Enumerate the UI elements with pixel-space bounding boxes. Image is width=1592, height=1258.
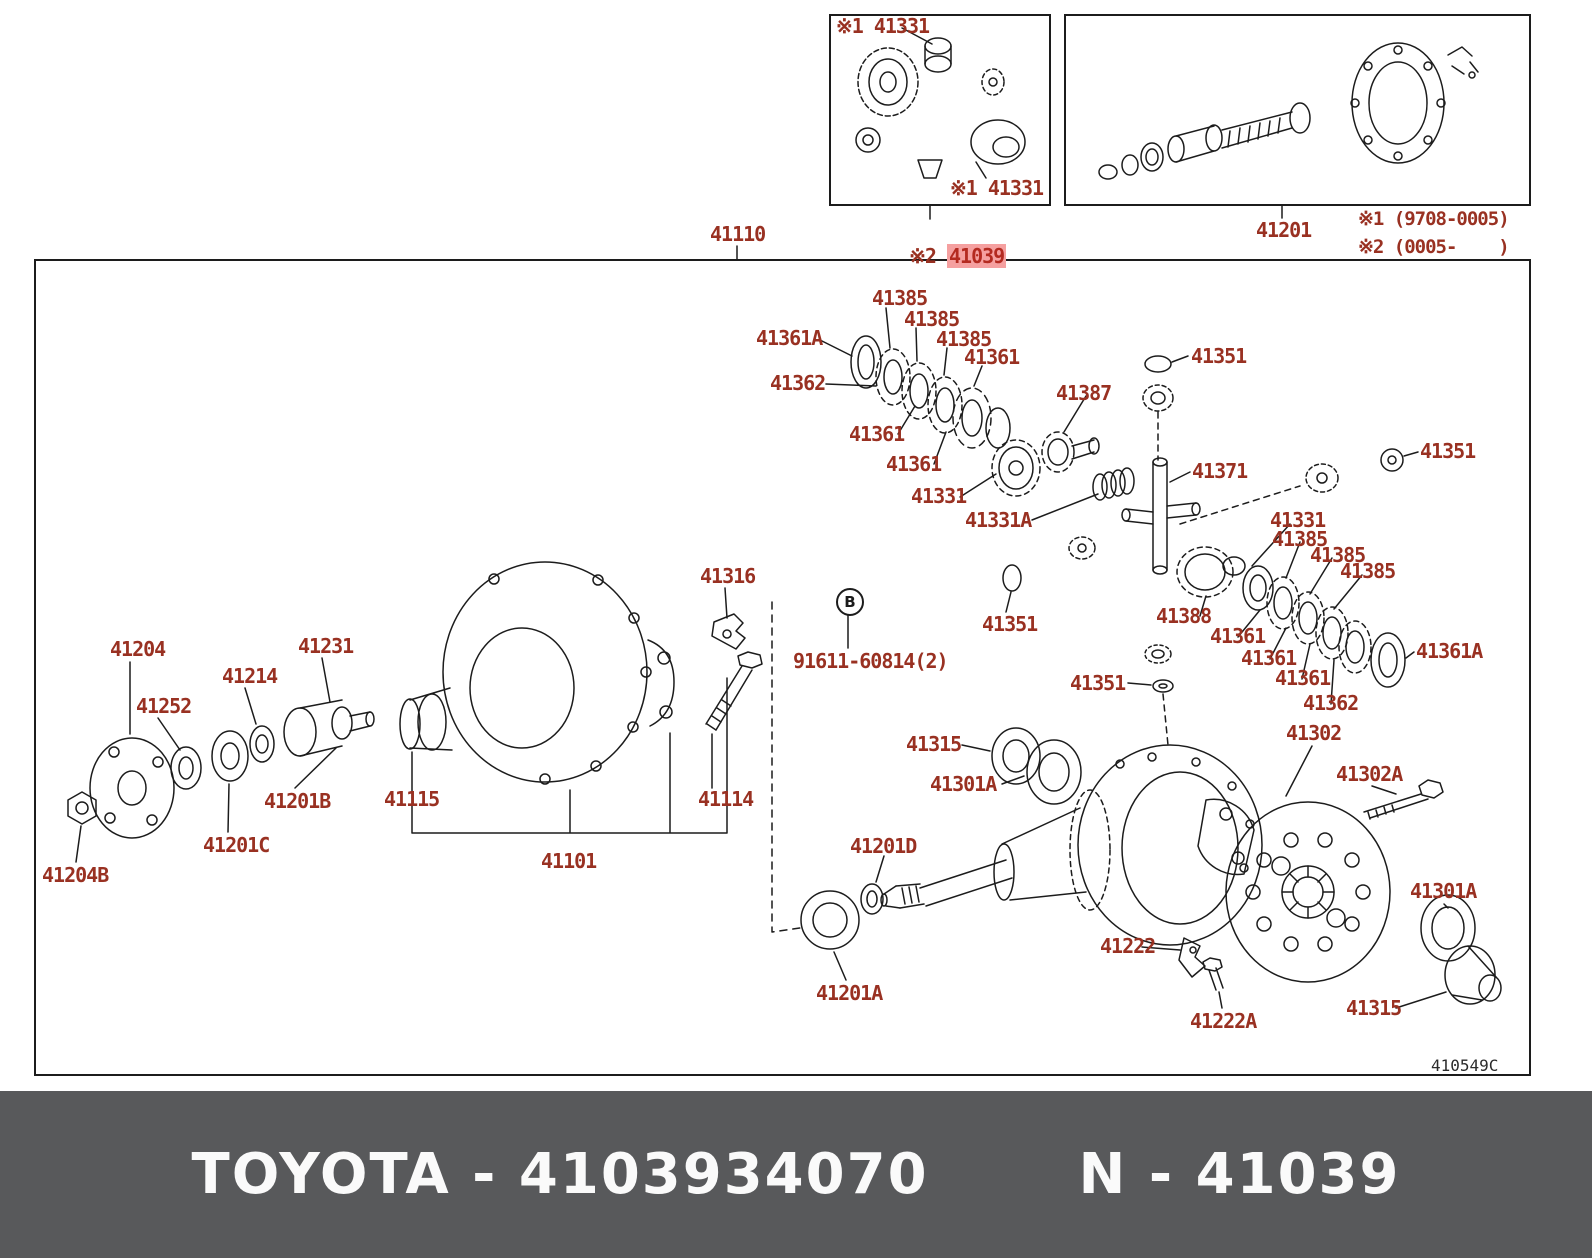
inset-box-ring-pinion bbox=[1064, 14, 1531, 206]
part-label-41361-a: 41361 bbox=[964, 345, 1020, 369]
part-label-41101: 41101 bbox=[541, 849, 597, 873]
part-label-41316: 41316 bbox=[700, 564, 756, 588]
part-label-41204B: 41204B bbox=[42, 863, 109, 887]
part-label-41204: 41204 bbox=[110, 637, 166, 661]
part-label-ref1-41331-a: ※1 41331 bbox=[836, 14, 930, 38]
part-label-41222A: 41222A bbox=[1190, 1009, 1257, 1033]
footnote-ref1: ※1 (9708-0005) bbox=[1358, 208, 1510, 230]
part-label-41385-a: 41385 bbox=[872, 286, 928, 310]
footer-part-code: TOYOTA - 4103934070 bbox=[191, 1142, 929, 1207]
part-label-41301A-b: 41301A bbox=[1410, 879, 1477, 903]
part-label-41351-d: 41351 bbox=[1070, 671, 1126, 695]
part-label-41361-d: 41361 bbox=[1210, 624, 1266, 648]
part-label-41114: 41114 bbox=[698, 787, 754, 811]
part-label-41115: 41115 bbox=[384, 787, 440, 811]
part-label-41252: 41252 bbox=[136, 694, 192, 718]
part-label-41351-a: 41351 bbox=[1191, 344, 1247, 368]
part-label-41362-a: 41362 bbox=[770, 371, 826, 395]
inset-box-differential-gears bbox=[829, 14, 1051, 206]
part-label-41110: 41110 bbox=[710, 222, 766, 246]
part-label-41361-f: 41361 bbox=[1275, 666, 1331, 690]
part-label-41231: 41231 bbox=[298, 634, 354, 658]
part-label-41361A-a: 41361A bbox=[756, 326, 823, 350]
part-label-41371: 41371 bbox=[1192, 459, 1248, 483]
part-label-41201D: 41201D bbox=[850, 834, 917, 858]
part-label-41201B: 41201B bbox=[264, 789, 331, 813]
callout-b: B bbox=[836, 588, 864, 616]
part-label-41385-b: 41385 bbox=[904, 307, 960, 331]
highlighted-part-label: ※2 41039 bbox=[865, 220, 1007, 292]
ref2-mark: ※2 bbox=[909, 244, 948, 268]
part-label-41301A-a: 41301A bbox=[930, 772, 997, 796]
part-label-41331A: 41331A bbox=[965, 508, 1032, 532]
footnote-ref2: ※2 (0005- ) bbox=[1358, 236, 1510, 258]
part-label-41387: 41387 bbox=[1056, 381, 1112, 405]
part-label-41385-d: 41385 bbox=[1272, 527, 1328, 551]
part-label-41362-b: 41362 bbox=[1303, 691, 1359, 715]
part-label-ref1-41331-b: ※1 41331 bbox=[950, 176, 1044, 200]
part-label-41214: 41214 bbox=[222, 664, 278, 688]
part-label-41361-c: 41361 bbox=[886, 452, 942, 476]
part-label-41388: 41388 bbox=[1156, 604, 1212, 628]
part-label-41361A-b: 41361A bbox=[1416, 639, 1483, 663]
part-label-41361-e: 41361 bbox=[1241, 646, 1297, 670]
part-label-41385-e: 41385 bbox=[1310, 543, 1366, 567]
footer-bar: TOYOTA - 4103934070 N - 41039 bbox=[0, 1091, 1592, 1258]
highlighted-part-41039: 41039 bbox=[947, 244, 1007, 268]
part-label-41331-b: 41331 bbox=[1270, 508, 1326, 532]
part-label-41201C: 41201C bbox=[203, 833, 270, 857]
part-label-41351-b: 41351 bbox=[1420, 439, 1476, 463]
main-diagram-box bbox=[34, 259, 1531, 1076]
part-label-41351-c: 41351 bbox=[982, 612, 1038, 636]
part-label-41201A: 41201A bbox=[816, 981, 883, 1005]
part-label-41302: 41302 bbox=[1286, 721, 1342, 745]
part-label-41361-b: 41361 bbox=[849, 422, 905, 446]
diagram-code: 410549C bbox=[1431, 1056, 1499, 1075]
part-label-41222: 41222 bbox=[1100, 934, 1156, 958]
part-label-41385-f: 41385 bbox=[1340, 559, 1396, 583]
part-label-91611-60814: 91611-60814(2) bbox=[793, 649, 949, 673]
footer-part-number: N - 41039 bbox=[1078, 1142, 1401, 1207]
part-label-41315-a: 41315 bbox=[906, 732, 962, 756]
part-label-41302A: 41302A bbox=[1336, 762, 1403, 786]
part-label-41331-a: 41331 bbox=[911, 484, 967, 508]
part-label-41385-c: 41385 bbox=[936, 327, 992, 351]
part-label-41315-b: 41315 bbox=[1346, 996, 1402, 1020]
part-label-41201: 41201 bbox=[1256, 218, 1312, 242]
